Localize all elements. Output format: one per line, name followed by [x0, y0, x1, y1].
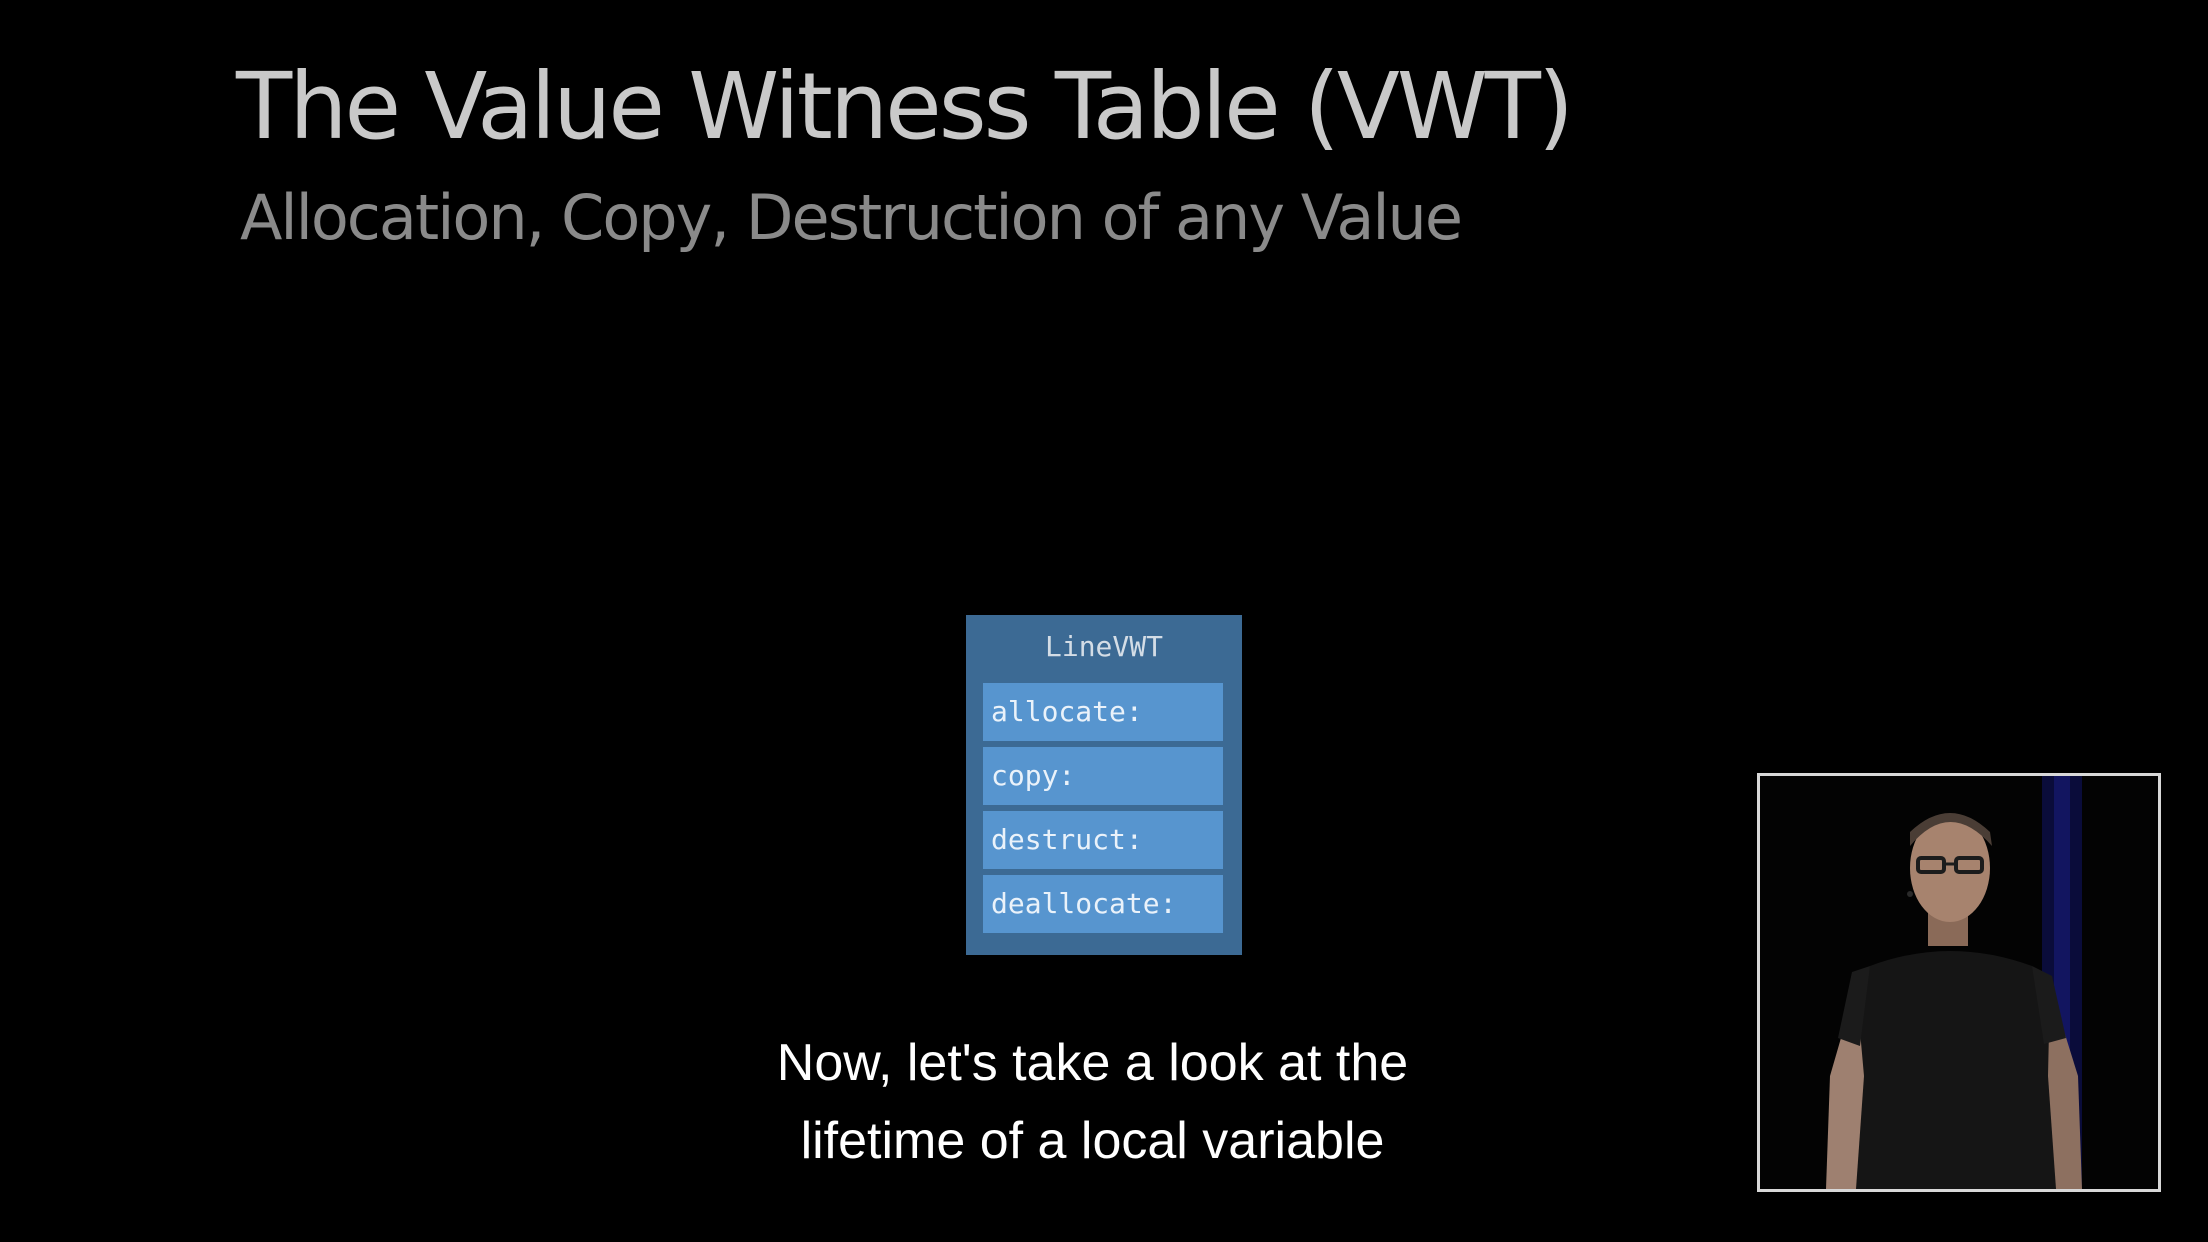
caption-line: Now, let's take a look at the — [776, 1034, 1409, 1092]
vwt-entry-deallocate: deallocate: — [983, 875, 1223, 933]
slide-title: The Value Witness Table (VWT) — [236, 53, 1574, 160]
vwt-entry-copy: copy: — [983, 747, 1223, 805]
vwt-entry-allocate: allocate: — [983, 683, 1223, 741]
subtitle-caption: Now, let's take a look at the lifetime o… — [650, 1024, 1535, 1180]
caption-line: lifetime of a local variable — [800, 1112, 1385, 1170]
vwt-entry-destruct: destruct: — [983, 811, 1223, 869]
speaker-figure-icon — [1760, 776, 2158, 1189]
vwt-table-name: LineVWT — [1044, 630, 1163, 663]
speaker-video-inset — [1757, 773, 2161, 1192]
slide-subtitle: Allocation, Copy, Destruction of any Val… — [240, 181, 1463, 254]
vwt-table: LineVWT allocate: copy: destruct: deallo… — [966, 615, 1242, 955]
